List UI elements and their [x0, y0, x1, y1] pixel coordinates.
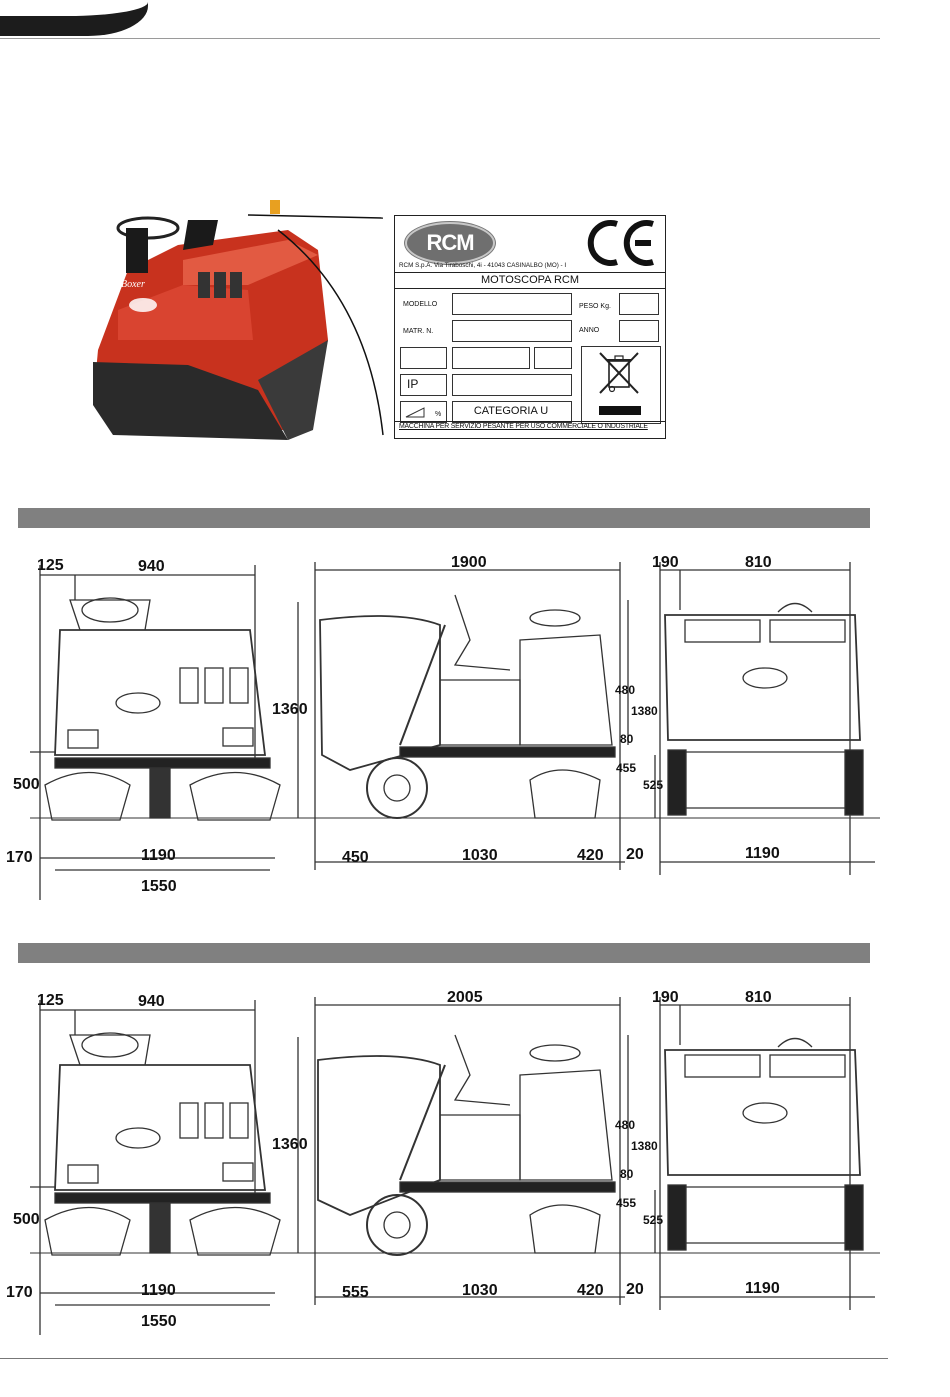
dim-side-length: 1900 — [451, 554, 487, 571]
dim-side-80: 80 — [620, 1167, 634, 1181]
crossed-bin-icon — [599, 352, 639, 394]
dimension-drawing-1: 125 940 500 170 1190 1550 1900 1360 480 … — [0, 540, 950, 910]
model-field — [452, 293, 572, 315]
dim-front-height: 500 — [13, 1211, 40, 1228]
dimension-drawing-2: 125 940 500 170 1190 1550 2005 1360 480 … — [0, 975, 950, 1345]
dim-front-top-width: 940 — [138, 993, 165, 1010]
dim-rear-bottom-width: 1190 — [745, 1280, 780, 1297]
dim-rear-left: 190 — [652, 989, 679, 1006]
dim-side-height: 1360 — [272, 1136, 308, 1153]
serial-label: MATR. N. — [403, 328, 434, 335]
svg-text:Boxer: Boxer — [121, 279, 145, 290]
header-rule — [0, 38, 880, 39]
dim-front-overall-width: 1550 — [141, 878, 177, 895]
plate-divider — [395, 421, 665, 422]
dim-front-bottom-left: 170 — [6, 849, 33, 866]
blank-field — [534, 347, 572, 369]
category-field — [452, 401, 572, 423]
sweeper-photo: Boxer — [93, 200, 384, 440]
dim-side-80: 80 — [620, 732, 634, 746]
slope-percent-label: % — [435, 411, 442, 418]
dim-side-rear: 420 — [577, 847, 604, 864]
dim-rear-bottom-width: 1190 — [745, 845, 780, 862]
year-label: ANNO — [579, 327, 600, 334]
ip-field — [400, 374, 447, 396]
plate-divider — [395, 288, 665, 289]
rcm-logo: RCM — [405, 222, 495, 264]
dim-front-bottom-left: 170 — [6, 1284, 33, 1301]
dim-front-bottom-width: 1190 — [141, 847, 176, 864]
identification-plate: RCM RCM S.p.A. Via Tiraboschi, 4i - 4104… — [394, 215, 666, 439]
dim-side-480: 480 — [615, 1118, 636, 1132]
dim-front-bottom-width: 1190 — [141, 1282, 176, 1299]
dim-side-wheelbase: 1030 — [462, 1282, 498, 1299]
dim-rear-height: 525 — [643, 1213, 664, 1227]
footer-rule — [0, 1358, 888, 1359]
dim-side-20: 20 — [626, 1281, 644, 1298]
weee-bar — [599, 406, 641, 415]
manufacturer-address: RCM S.p.A. Via Tiraboschi, 4i - 41043 CA… — [399, 262, 567, 269]
dim-front-top-left: 125 — [37, 557, 64, 574]
dim-side-1380: 1380 — [631, 704, 658, 718]
dim-front-top-width: 940 — [138, 558, 165, 575]
weight-label: PESO Kg. — [579, 303, 611, 310]
dim-rear-width: 810 — [745, 554, 772, 571]
dim-side-480: 480 — [615, 683, 636, 697]
dim-side-rear: 420 — [577, 1282, 604, 1299]
dim-side-455: 455 — [616, 761, 637, 775]
dim-front-top-left: 125 — [37, 992, 64, 1009]
dim-side-20: 20 — [626, 846, 644, 863]
year-field — [619, 320, 659, 342]
ce-mark-icon — [587, 220, 654, 266]
dim-side-455: 455 — [616, 1196, 637, 1210]
header-tab — [0, 0, 148, 36]
dim-rear-left: 190 — [652, 554, 679, 571]
blank-field — [452, 347, 530, 369]
dim-rear-height: 525 — [643, 778, 664, 792]
plate-footer: MACCHINA PER SERVIZIO PESANTE PER USO CO… — [399, 423, 648, 430]
dim-side-height: 1360 — [272, 701, 308, 718]
ip-value-field — [452, 374, 572, 396]
dim-rear-width: 810 — [745, 989, 772, 1006]
dim-side-front-overhang: 555 — [342, 1284, 369, 1301]
weight-field — [619, 293, 659, 315]
blank-field — [400, 347, 447, 369]
plate-divider — [395, 272, 665, 273]
serial-field — [452, 320, 572, 342]
dim-front-overall-width: 1550 — [141, 1313, 177, 1330]
category-label: CATEGORIA U — [473, 405, 549, 417]
section-band — [18, 508, 870, 528]
dim-side-length: 2005 — [447, 989, 483, 1006]
dim-side-1380: 1380 — [631, 1139, 658, 1153]
model-label: MODELLO — [403, 301, 438, 308]
technical-drawing — [30, 562, 880, 900]
technical-drawing — [30, 997, 880, 1335]
slope-icon — [405, 407, 425, 418]
dim-side-front-overhang: 450 — [342, 849, 369, 866]
ip-label: IP — [407, 377, 419, 391]
section-band — [18, 943, 870, 963]
dim-side-wheelbase: 1030 — [462, 847, 498, 864]
plate-title: MOTOSCOPA RCM — [481, 274, 579, 286]
dim-front-height: 500 — [13, 776, 40, 793]
